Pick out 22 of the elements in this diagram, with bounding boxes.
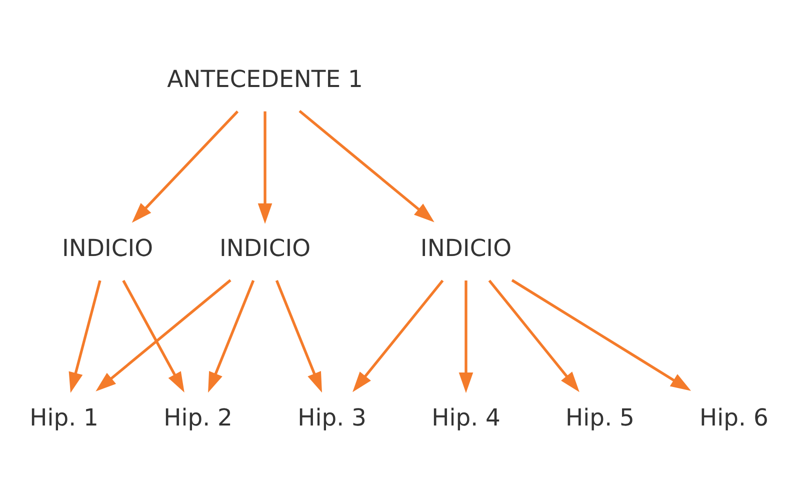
arrow <box>68 280 102 393</box>
arrow <box>122 280 184 392</box>
arrow <box>511 279 692 391</box>
node-text: Hip. 1 <box>30 403 98 432</box>
arrow <box>132 110 239 223</box>
node-text: INDICIO <box>62 234 154 262</box>
arrow <box>298 110 434 222</box>
node-text: INDICIO <box>219 234 311 262</box>
arrow <box>96 279 232 392</box>
node-text: INDICIO <box>420 234 512 262</box>
node-text: ANTECEDENTE 1 <box>167 65 363 94</box>
node-text: Hip. 6 <box>700 403 768 432</box>
node-text: Hip. 3 <box>298 403 366 432</box>
arrow <box>275 280 322 393</box>
arrow <box>352 280 444 392</box>
node-text: Hip. 5 <box>566 403 634 432</box>
arrow <box>208 280 255 393</box>
arrow <box>458 280 474 393</box>
node-text: Hip. 2 <box>164 403 232 432</box>
arrow <box>258 111 272 224</box>
node-text: Hip. 4 <box>432 403 500 432</box>
arrow <box>488 280 580 392</box>
